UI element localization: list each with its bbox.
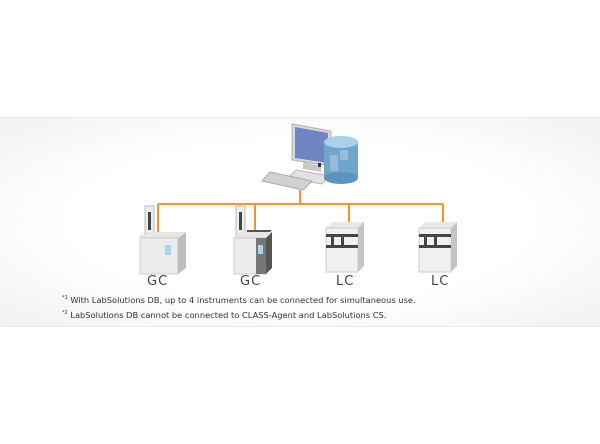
gc-label: GC — [147, 274, 169, 289]
lc-label: LC — [431, 274, 450, 289]
workstation-icon — [261, 123, 332, 191]
footnote-marker: *2 — [62, 310, 68, 316]
gc-label: GC — [240, 274, 262, 289]
gc-instrument-icon — [139, 205, 186, 275]
footnote-1: *1 With LabSolutions DB, up to 4 instrum… — [62, 295, 416, 305]
footnote-2: *2 LabSolutions DB cannot be connected t… — [62, 310, 386, 320]
network-connectors — [157, 190, 444, 232]
lc-label: LC — [336, 274, 355, 289]
gc-instrument-icon — [233, 205, 272, 275]
database-icon — [324, 136, 358, 184]
footnote-marker: *1 — [62, 295, 68, 301]
lc-instrument-icon — [418, 222, 457, 273]
footnote-text: With LabSolutions DB, up to 4 instrument… — [70, 295, 416, 305]
lc-instrument-icon — [325, 222, 364, 273]
footnote-text: LabSolutions DB cannot be connected to C… — [70, 310, 387, 320]
